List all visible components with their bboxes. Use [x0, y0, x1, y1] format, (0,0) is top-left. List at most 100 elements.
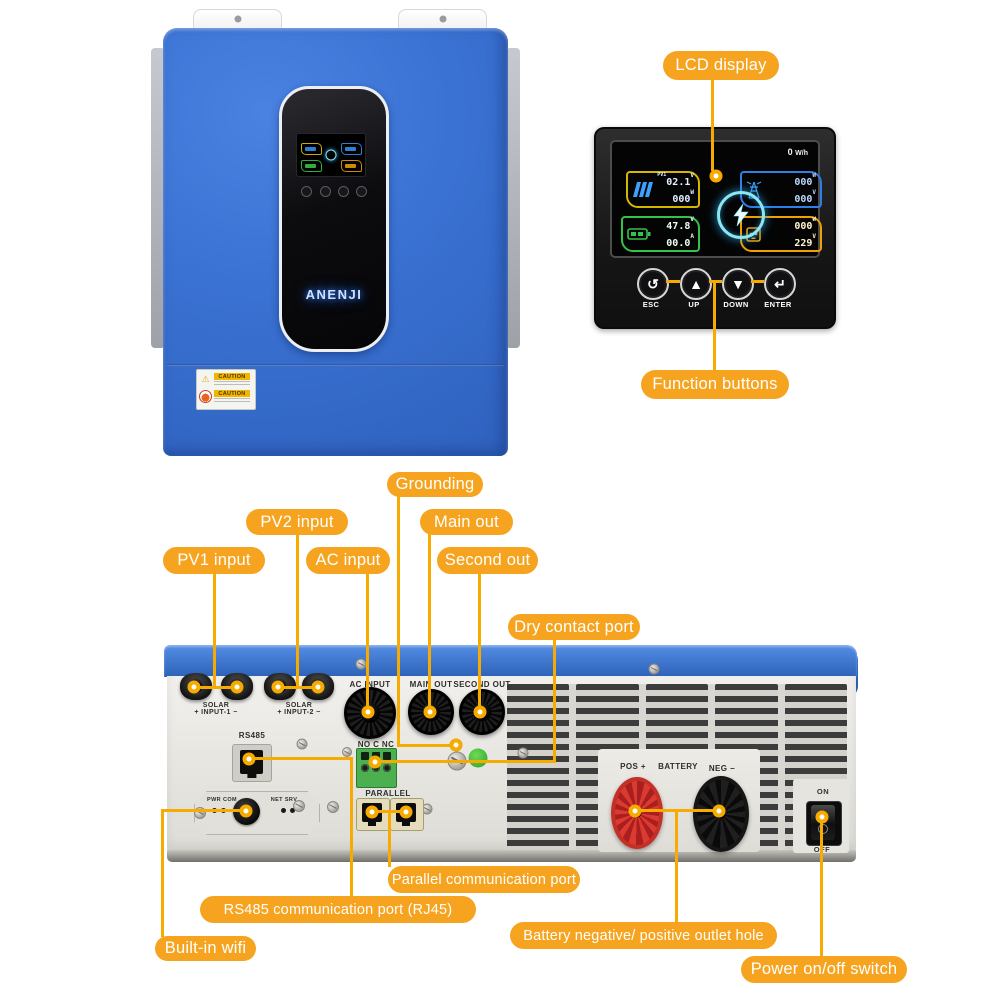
caution-sticker: ⚠ CAUTION CAUTION — [196, 369, 256, 410]
callout-dot-parallel-2 — [399, 805, 413, 819]
callout-line-wifi — [161, 809, 164, 937]
right-mount-bracket — [506, 48, 520, 348]
callout-line-pv1 — [194, 686, 239, 689]
callout-line-battery — [675, 811, 678, 923]
callout-dry-contact: Dry contact port — [508, 614, 640, 640]
output-value-1: 000 — [794, 221, 813, 233]
rear-top-band — [164, 645, 857, 677]
callout-dot-main-out — [423, 705, 437, 719]
callout-battery-outlet: Battery negative/ positive outlet hole — [510, 922, 777, 949]
wifi-net-srv-label: NET SRV — [270, 797, 298, 803]
lcd-panel: 0 W/h PV102.1V 000W — [594, 127, 836, 329]
screw-icon — [517, 747, 529, 759]
screw-icon — [355, 658, 367, 670]
down-button-mini — [338, 186, 349, 197]
on-label: ON — [816, 787, 830, 796]
callout-grounding: Grounding — [387, 472, 483, 497]
mini-battery-box — [301, 160, 322, 172]
caution-fine-print — [214, 398, 250, 404]
callout-function-buttons: Function buttons — [641, 370, 789, 399]
caution-label: CAUTION — [214, 390, 250, 397]
up-button-mini — [320, 186, 331, 197]
pv-value-1: 02.1 — [666, 176, 691, 188]
screw-icon — [342, 747, 352, 757]
esc-button: ↺ — [637, 268, 669, 300]
terminal-slot — [383, 752, 391, 760]
callout-rs485-port: RS485 communication port (RJ45) — [200, 896, 476, 923]
ac-input-label: AC INPUT — [349, 680, 391, 689]
screw-icon — [296, 738, 308, 750]
callout-ac-input: AC input — [306, 547, 390, 574]
callout-dot-rs485 — [242, 752, 256, 766]
solar-input-2-label: SOLAR+ INPUT-2 − — [277, 702, 321, 716]
caution-row: ⚠ CAUTION — [198, 372, 254, 388]
callout-dot-parallel-1 — [365, 805, 379, 819]
battery-icon — [627, 228, 651, 240]
up-button: ▲ — [680, 268, 712, 300]
callout-line-ac-input — [366, 573, 369, 713]
brand-logo: ANENJI — [305, 287, 363, 302]
down-icon: ▼ — [731, 276, 745, 292]
caution-fine-print — [214, 381, 250, 387]
callout-dot-battery-neg — [712, 804, 726, 818]
callout-main-out: Main out — [420, 509, 513, 535]
callout-line-main-out — [428, 534, 431, 712]
callout-line-pv2 — [296, 534, 299, 688]
callout-line-function-buttons — [713, 283, 716, 370]
grid-quadrant: 000W 000V — [740, 171, 822, 208]
enter-icon: ↵ — [774, 275, 786, 292]
callout-dot-power-switch — [815, 810, 829, 824]
callout-built-in-wifi: Built-in wifi — [155, 936, 256, 961]
solar-panel-icon — [633, 182, 653, 197]
grid-value-2: 000 — [794, 193, 813, 205]
grid-unit-1: W — [812, 171, 816, 179]
callout-line-wifi — [163, 809, 248, 812]
callout-dot-battery-pos — [628, 804, 642, 818]
pv-quadrant: PV102.1V 000W — [626, 171, 700, 208]
solar-panel-icon — [305, 147, 316, 151]
down-button: ▼ — [722, 268, 754, 300]
callout-line-second-out — [478, 573, 481, 713]
callout-dot-pv2-plus — [271, 680, 285, 694]
callout-second-out: Second out — [437, 547, 538, 574]
callout-dot-grounding — [449, 738, 463, 752]
battery-unit-2: A — [690, 233, 694, 240]
callout-line-pv2 — [278, 686, 320, 689]
pos-label: POS + — [620, 762, 646, 771]
callout-line-parallel — [388, 812, 391, 867]
output-unit-2: V — [812, 233, 816, 240]
keyhole-icon — [439, 15, 447, 23]
callout-line — [666, 280, 680, 283]
callout-dot-pv1-minus — [230, 680, 244, 694]
energy-readout: 0 W/h — [788, 147, 808, 157]
callout-line-battery — [635, 809, 721, 812]
green-sticker — [468, 748, 488, 768]
terminal-slot — [361, 752, 369, 760]
front-seam-line — [167, 364, 504, 366]
callout-line-dry-contact — [553, 639, 556, 763]
enter-label: ENTER — [764, 300, 792, 309]
callout-line-grounding — [397, 496, 400, 746]
led-indicator — [290, 808, 295, 813]
callout-line-grounding — [397, 744, 456, 747]
callout-dot-pv2-minus — [311, 680, 325, 694]
callout-line-rs485 — [350, 757, 353, 897]
wifi-module-plate — [194, 791, 320, 835]
grid-unit-2: V — [812, 188, 816, 196]
battery-value-2: 00.0 — [666, 238, 691, 249]
callout-line-power — [820, 817, 823, 957]
outlet-icon — [345, 164, 356, 168]
dry-contact-label: NO C NC — [357, 740, 395, 749]
left-mount-bracket — [151, 48, 165, 348]
pv-unit-2: W — [690, 188, 694, 196]
mini-grid-box — [341, 143, 362, 155]
solar-input-1-label: SOLAR+ INPUT-1 − — [194, 702, 238, 716]
battery-icon — [305, 164, 316, 168]
caution-row: CAUTION — [198, 389, 254, 405]
enter-button-mini — [356, 186, 367, 197]
terminal-screw — [361, 764, 369, 772]
battery-unit-1: V — [690, 216, 694, 224]
power-flow-ring — [717, 191, 765, 239]
battery-value-1: 47.8 — [666, 221, 691, 233]
screw-icon — [327, 801, 339, 813]
